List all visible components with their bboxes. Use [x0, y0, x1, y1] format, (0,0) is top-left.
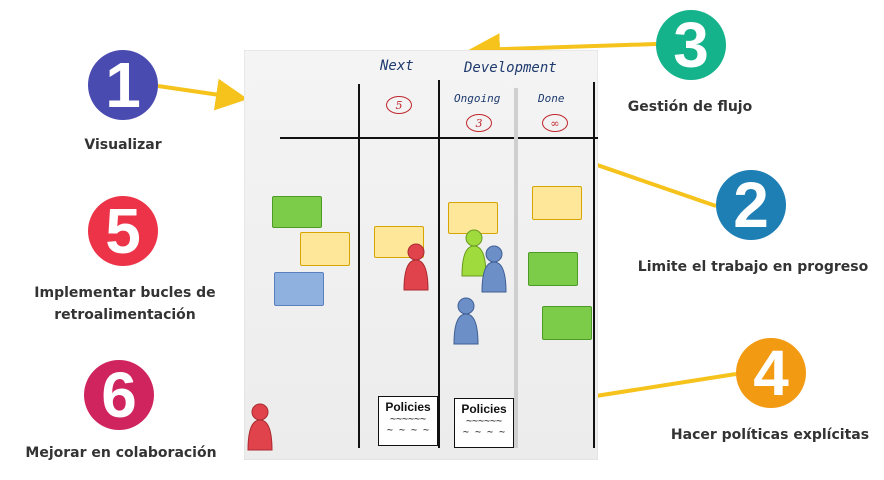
principle-1-label: Visualizar — [84, 137, 162, 153]
principle-5-label: Implementar bucles de retroalimentación — [34, 285, 216, 324]
sticky-note-green — [528, 252, 578, 286]
principle-3-label: Gestión de flujo — [627, 99, 753, 115]
sticky-note-yellow — [300, 232, 350, 266]
wip-limit-ongoing: 3 — [466, 114, 492, 132]
principle-6-badge: 6 — [84, 360, 154, 430]
column-ongoing-title: Ongoing — [454, 92, 501, 105]
column-development-title: Development — [464, 60, 557, 76]
column-done-title: Done — [538, 92, 565, 105]
principle-4-label: Hacer políticas explícitas — [670, 427, 870, 443]
policies-card-next: Policies ~~~~~~ ~ ~ ~ ~ — [378, 396, 438, 446]
principle-2-badge: 2 — [716, 170, 786, 240]
policies-title: Policies — [461, 402, 507, 416]
team-member-figure-red — [247, 403, 273, 451]
principle-2-label: Limite el trabajo en progreso — [637, 259, 869, 275]
principle-4-badge: 4 — [736, 338, 806, 408]
kanban-board: Next Development Ongoing Done 5 3 ∞ Poli… — [244, 50, 598, 460]
principle-6-label: Mejorar en colaboración — [25, 445, 217, 461]
principle-3-badge: 3 — [656, 10, 726, 80]
team-member-figure-green — [461, 229, 487, 277]
team-member-figure-red — [403, 243, 429, 291]
team-member-figure-blue — [453, 297, 479, 345]
policies-line: ~~~~~~ — [389, 414, 427, 425]
wip-limit-next: 5 — [386, 96, 412, 114]
sticky-note-green — [542, 306, 592, 340]
principle-5-badge: 5 — [88, 196, 158, 266]
policies-line: ~~~~~~ — [465, 416, 503, 427]
wip-limit-done: ∞ — [542, 114, 568, 132]
sticky-note-yellow — [532, 186, 582, 220]
policies-line: ~ ~ ~ ~ — [462, 427, 506, 438]
policies-card-ongoing: Policies ~~~~~~ ~ ~ ~ ~ — [454, 398, 514, 448]
sticky-note-green — [272, 196, 322, 228]
arrow-3 — [468, 33, 657, 66]
policies-line: ~ ~ ~ ~ — [386, 425, 430, 436]
team-member-figure-blue — [481, 245, 507, 293]
column-next-title: Next — [380, 58, 414, 74]
sticky-note-blue — [274, 272, 324, 306]
principle-1-badge: 1 — [88, 50, 158, 120]
policies-title: Policies — [385, 400, 431, 414]
arrow-1 — [157, 78, 248, 111]
